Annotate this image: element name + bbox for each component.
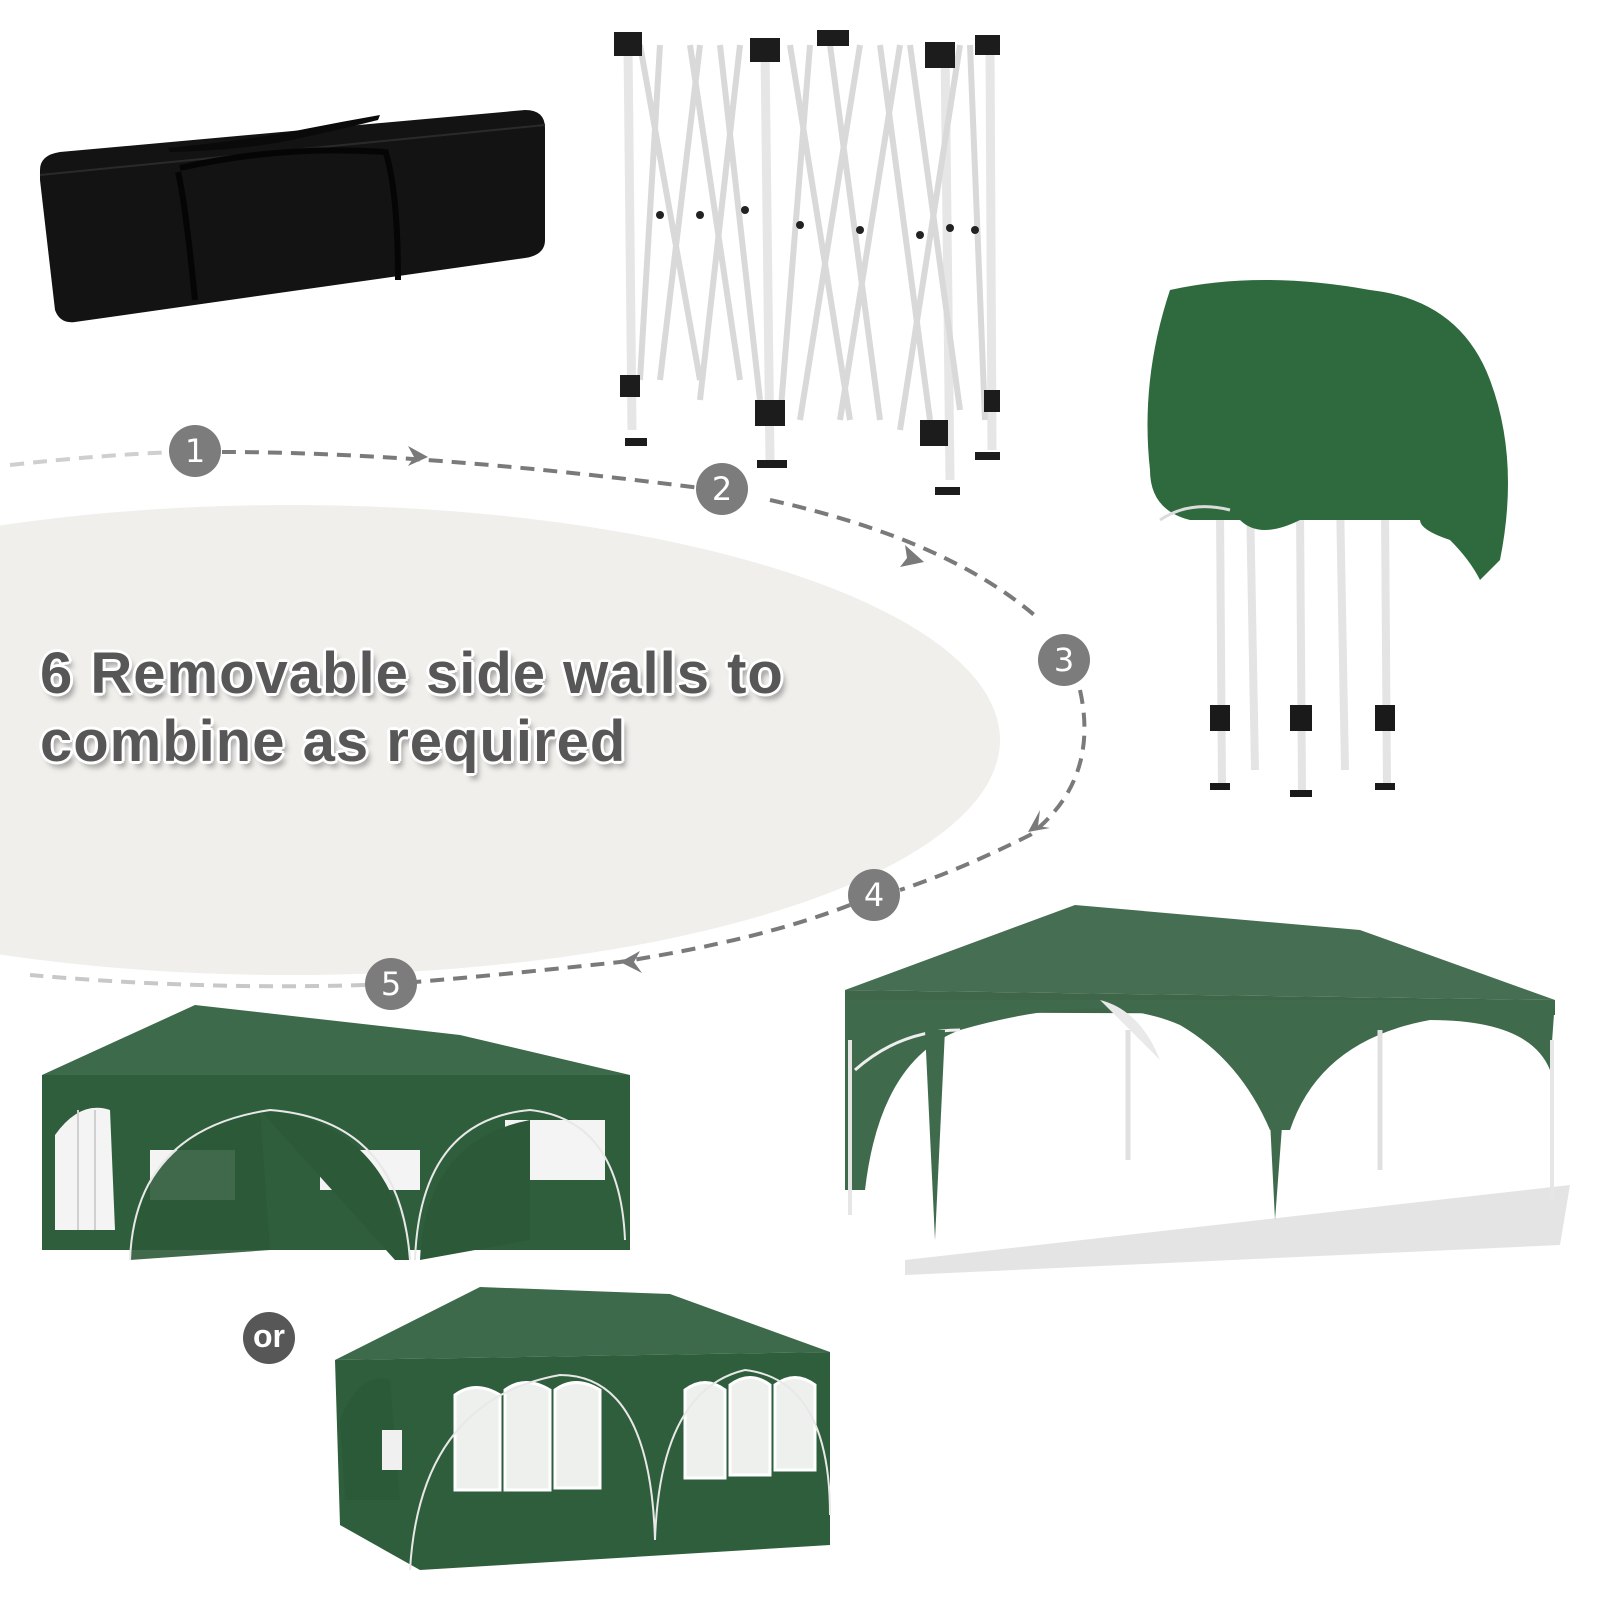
arrow-down-left-icon [1028, 810, 1050, 832]
feature-headline: 6 Removable side walls to combine as req… [40, 640, 860, 776]
step-2-marker: 2 [696, 463, 748, 515]
headline-line-2: combine as required [40, 709, 627, 774]
step-1-marker: 1 [169, 425, 221, 477]
step-4-marker: 4 [848, 869, 900, 921]
tent-side-walls-closed-image [335, 1287, 831, 1571]
arrow-right-icon [900, 545, 924, 567]
frame-with-canopy-image [1147, 280, 1508, 797]
tent-windows [453, 1376, 817, 1492]
step-5-marker: 5 [365, 958, 417, 1010]
tent-side-walls-open-image [42, 1005, 630, 1261]
headline-line-1: 6 Removable side walls to [40, 641, 784, 706]
carry-bag-image [39, 110, 546, 323]
step-3-marker: 3 [1038, 634, 1090, 686]
arrow-right-icon [408, 446, 428, 466]
or-badge: or [243, 1312, 295, 1364]
path-arrows [408, 446, 1050, 973]
arrow-left-icon [620, 951, 642, 973]
open-tent-image [845, 905, 1570, 1275]
process-path [9, 450, 1087, 989]
folded-frame-image [614, 30, 1000, 495]
